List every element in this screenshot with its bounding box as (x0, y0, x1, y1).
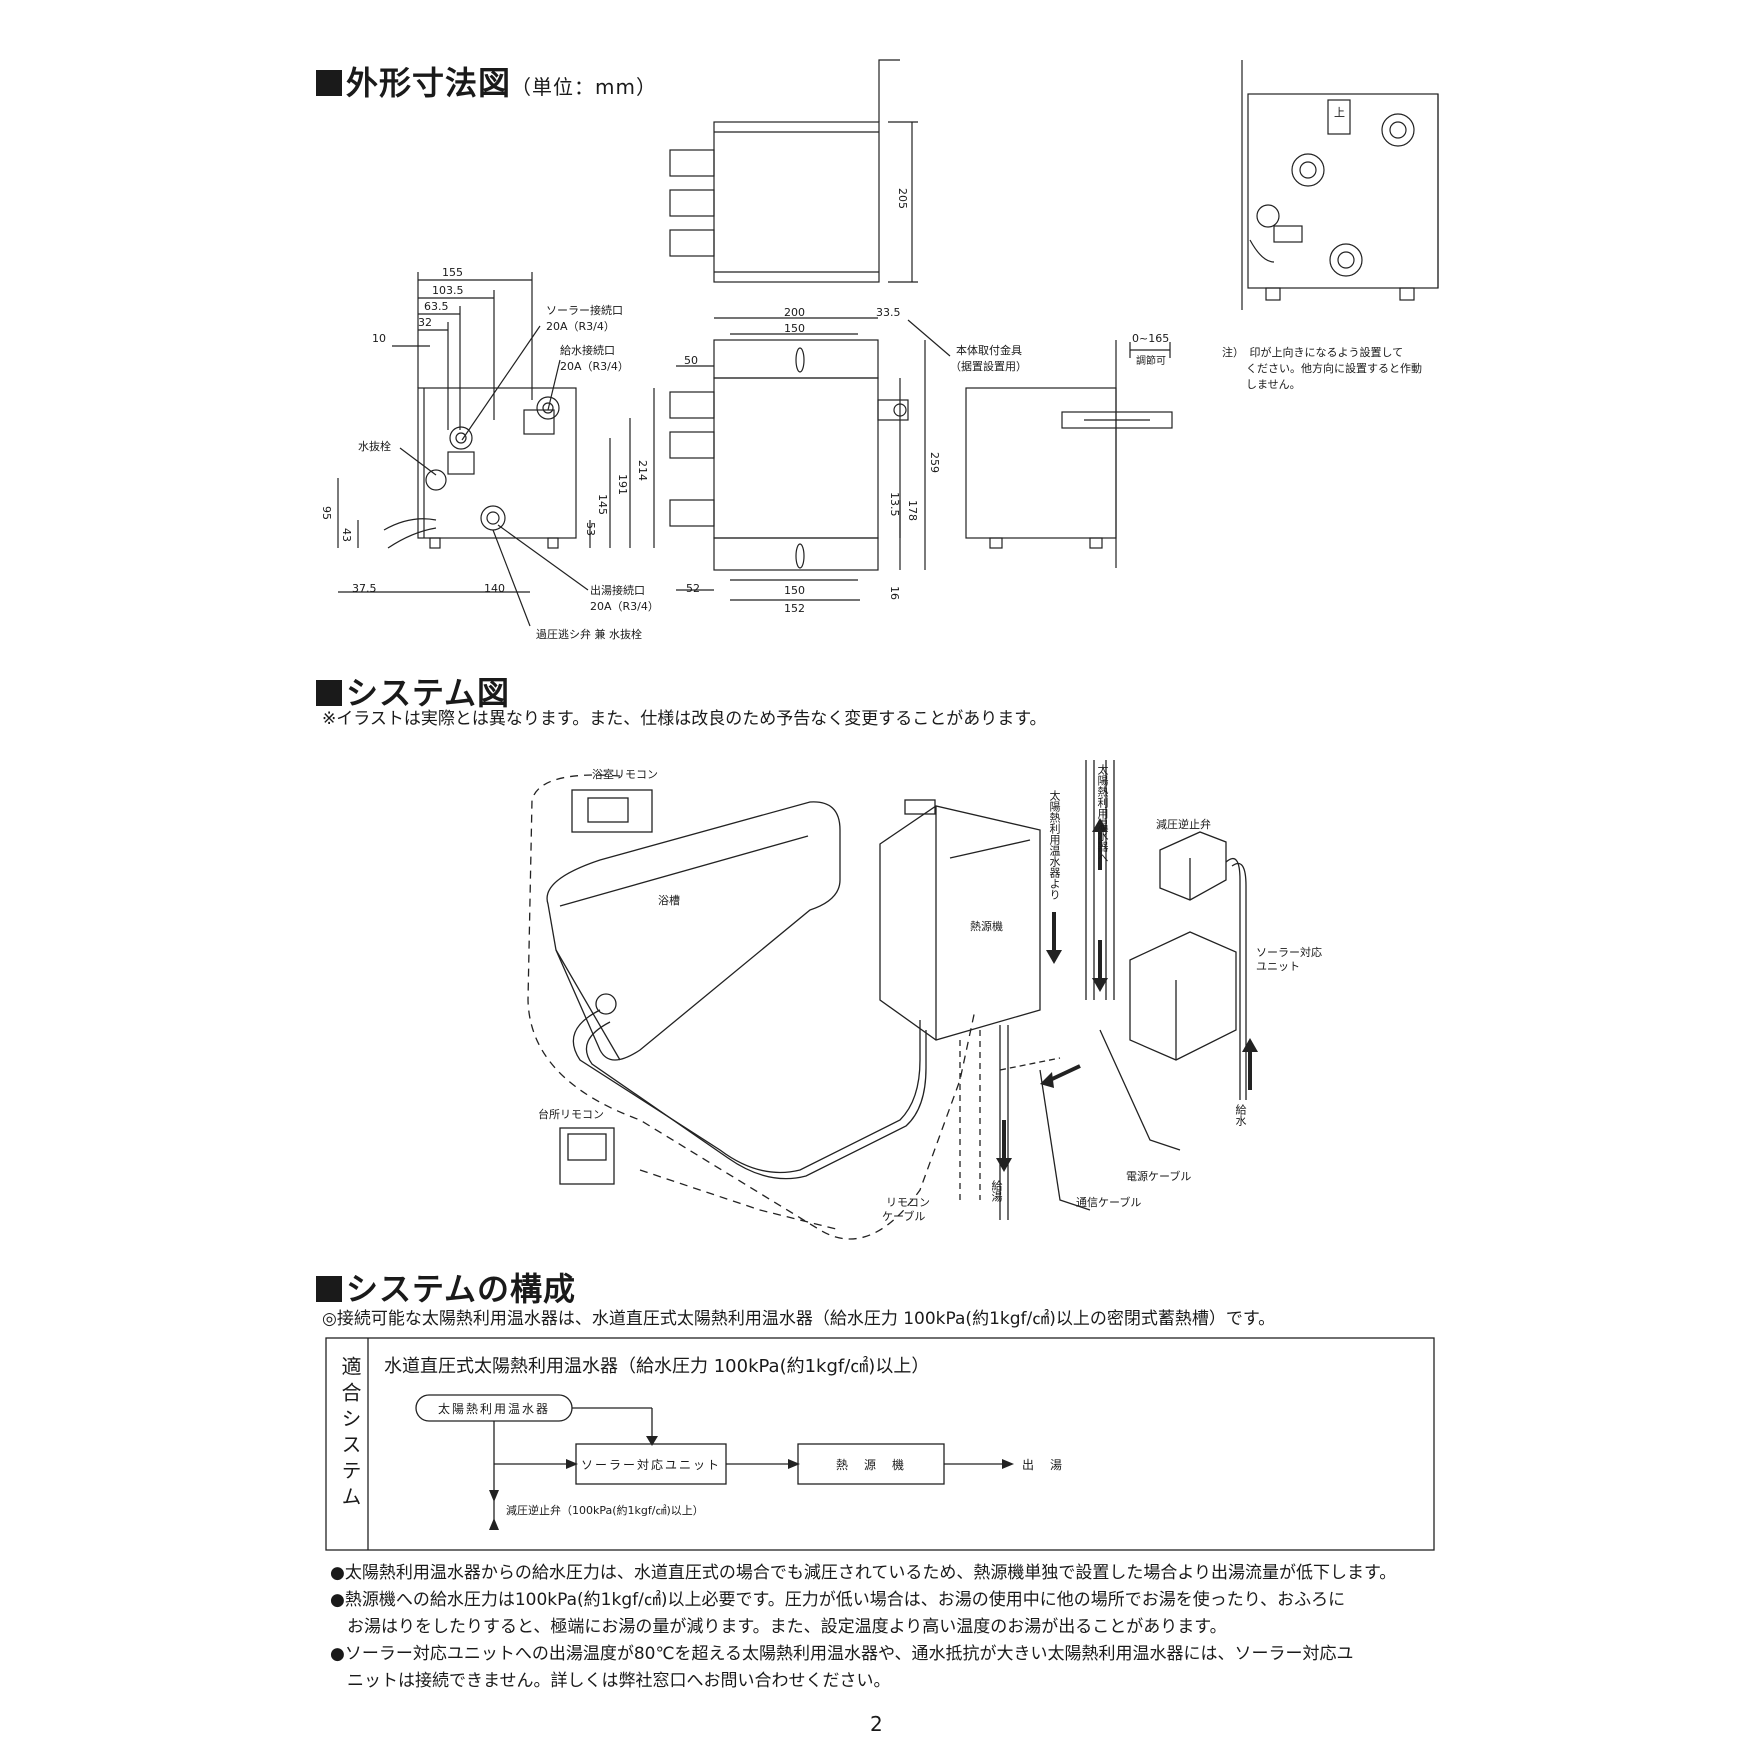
flow-solar-heater: 太陽熱利用温水器 (437, 1402, 550, 1416)
dim-103-5: 103.5 (432, 284, 464, 297)
title-square-icon (316, 70, 342, 96)
system-diagram (527, 760, 1252, 1240)
mount-bracket-label: 本体取付金具 (956, 344, 1022, 357)
page-number: 2 (870, 1712, 883, 1736)
dim-95: 95 (320, 506, 333, 520)
remote-cable-label-1: リモコン (886, 1196, 930, 1209)
outlet-port-size: 20A（R3/4） (590, 600, 659, 613)
dim-63-5: 63.5 (424, 300, 449, 313)
dim-32: 32 (418, 316, 432, 329)
power-cable-label: 電源ケーブル (1126, 1170, 1192, 1183)
kitchen-remote-label: 台所リモコン (538, 1108, 604, 1121)
dim-16: 16 (888, 586, 901, 600)
dim-259: 259 (928, 452, 941, 473)
section-title-system: システム図 (316, 668, 510, 714)
dim-50: 50 (684, 354, 698, 367)
dim-150-bottom: 150 (784, 584, 805, 597)
hot-out-label: 給湯 (990, 1180, 1003, 1202)
section-title-dimensions: 外形寸法図（単位：mm） (316, 58, 657, 104)
dim-33-5: 33.5 (876, 306, 901, 319)
dim-150-top: 150 (784, 322, 805, 335)
dim-43: 43 (340, 528, 353, 542)
remote-cable-label-2: ケーブル (882, 1210, 926, 1223)
flow-chart-arrowheads (489, 1436, 1014, 1530)
to-solar-label: 太陽熱利用温水器へ (1096, 764, 1109, 863)
dim-13-5: 13.5 (888, 492, 901, 517)
drain-label: 水抜栓 (358, 440, 391, 453)
unit-label: （単位：mm） (511, 75, 657, 99)
comm-cable-label: 通信ケーブル (1076, 1196, 1142, 1209)
system-disclaimer: ※イラストは実際とは異なります。また、仕様は改良のため予告なく変更することがあり… (322, 709, 1047, 729)
bullet-1: ●太陽熱利用温水器からの給水圧力は、水道直圧式の場合でも減圧されているため、熱源… (330, 1563, 1397, 1583)
bullet-3: ●ソーラー対応ユニットへの出湯温度が80℃を超える太陽熱利用温水器や、通水抵抗が… (330, 1644, 1354, 1664)
solar-port-label: ソーラー接続口 (546, 304, 623, 317)
solar-port-size: 20A（R3/4） (546, 320, 615, 333)
dim-155: 155 (442, 266, 463, 279)
mount-bracket-sub: （据置設置用） (950, 360, 1027, 373)
bracket-view-drawing (965, 340, 1173, 568)
bullet-2-cont: お湯はりをしたりすると、極端にお湯の量が減ります。また、設定温度より高い温度のお… (330, 1617, 1227, 1637)
side-view-drawing (337, 272, 655, 627)
flow-output: 出 湯 (1022, 1458, 1065, 1472)
relief-valve-label: 過圧逃シ弁 兼 水抜栓 (536, 628, 642, 641)
dim-37-5: 37.5 (352, 582, 377, 595)
dim-52: 52 (686, 582, 700, 595)
table-heading: 水道直圧式太陽熱利用温水器（給水圧力 100kPa(約1kgf/㎠)以上） (384, 1356, 930, 1377)
dim-10: 10 (372, 332, 386, 345)
configuration-lead: ◎接続可能な太陽熱利用温水器は、水道直圧式太陽熱利用温水器（給水圧力 100kP… (322, 1309, 1276, 1329)
orientation-note-line-1: 注） 印が上向きになるよう設置して (1222, 346, 1404, 359)
flow-chart (325, 1337, 1435, 1551)
title-square-icon (316, 1276, 342, 1302)
flow-heat-source: 熱 源 機 (835, 1458, 906, 1472)
table-side-label: 適合システム (338, 1356, 362, 1512)
top-view-drawing (669, 59, 918, 283)
dim-205: 205 (896, 188, 909, 209)
tub-label: 浴槽 (658, 894, 680, 907)
flow-valve: 減圧逆止弁（100kPa(約1kgf/㎠)以上） (506, 1504, 704, 1517)
supply-port-size: 20A（R3/4） (560, 360, 629, 373)
bullet-2: ●熱源機への給水圧力は100kPa(約1kgf/㎠)以上必要です。圧力が低い場合… (330, 1590, 1346, 1610)
dim-145: 145 (596, 494, 609, 515)
dim-140: 140 (484, 582, 505, 595)
front-view-drawing (669, 317, 951, 601)
solar-unit-label-1: ソーラー対応 (1256, 946, 1322, 959)
up-label: 上 (1334, 106, 1345, 119)
supply-port-label: 給水接続口 (560, 344, 615, 357)
dim-214: 214 (636, 460, 649, 481)
orientation-note-line-3: しません。 (1246, 378, 1301, 391)
flow-arrowheads (996, 818, 1258, 1172)
dim-53: 53 (584, 522, 597, 536)
valve-label: 減圧逆止弁 (1156, 818, 1211, 831)
title-square-icon (316, 680, 342, 706)
dim-152: 152 (784, 602, 805, 615)
dim-0-165: 0~165 (1132, 332, 1170, 345)
flow-solar-unit: ソーラー対応ユニット (580, 1458, 721, 1472)
from-solar-label: 太陽熱利用温水器より (1048, 790, 1061, 900)
dim-178: 178 (906, 500, 919, 521)
section-title-configuration: システムの構成 (316, 1264, 576, 1310)
orientation-note-line-2: ください。他方向に設置すると作動 (1246, 362, 1422, 375)
heat-source-label: 熱源機 (970, 920, 1003, 933)
bullet-3-cont: ニットは接続できません。詳しくは弊社窓口へお問い合わせください。 (330, 1671, 891, 1691)
dim-191: 191 (616, 474, 629, 495)
dim-200: 200 (784, 306, 805, 319)
outlet-port-label: 出湯接続口 (590, 584, 645, 597)
solar-unit-label-2: ユニット (1256, 960, 1300, 973)
supply-label: 給水 (1234, 1104, 1247, 1126)
bath-remote-label: 浴室リモコン (592, 768, 658, 781)
unit-detail-illustration (1241, 60, 1439, 310)
adjust-label: 調節可 (1136, 356, 1166, 367)
